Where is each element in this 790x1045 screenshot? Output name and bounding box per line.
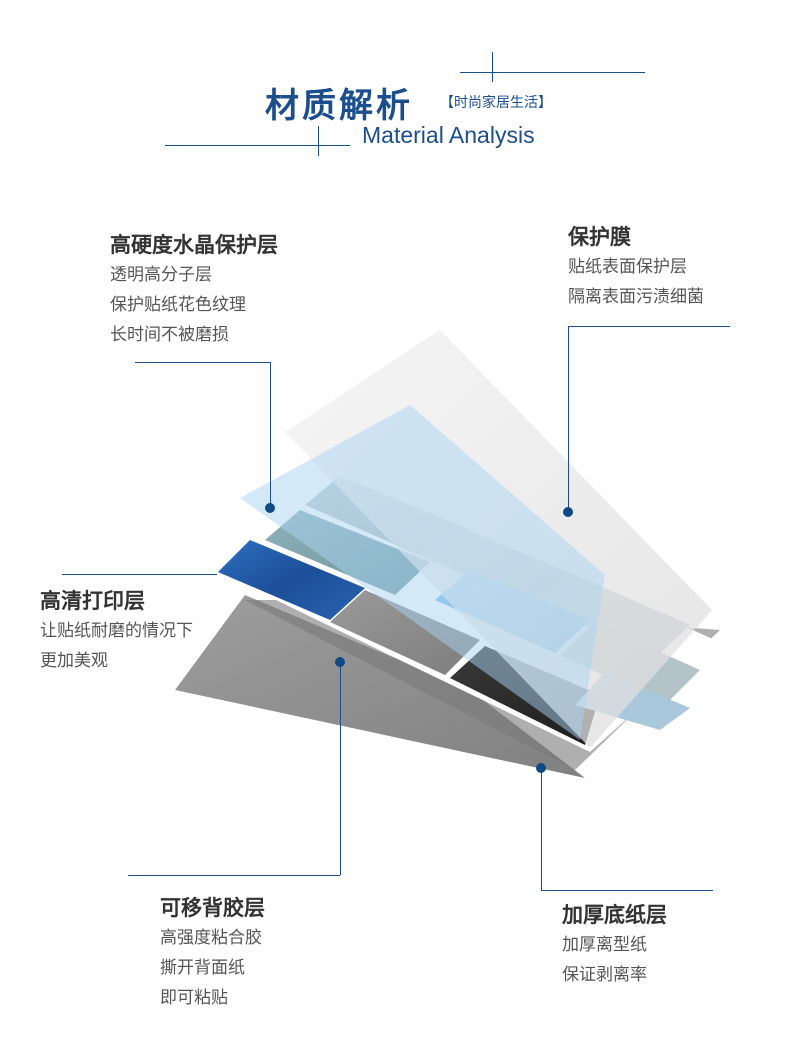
label-film: 保护膜 贴纸表面保护层 隔离表面污渍细菌 (568, 222, 704, 312)
label-crystal: 高硬度水晶保护层 透明高分子层 保护贴纸花色纹理 长时间不被磨损 (110, 230, 278, 350)
label-crystal-line-3: 长时间不被磨损 (110, 320, 278, 350)
label-print-line-2: 更加美观 (40, 646, 193, 676)
callout-adhesive-dot (335, 657, 345, 667)
label-adhesive-line-1: 高强度粘合胶 (160, 923, 265, 953)
callout-print-h (62, 574, 217, 575)
label-film-line-1: 贴纸表面保护层 (568, 252, 704, 282)
label-adhesive: 可移背胶层 高强度粘合胶 撕开背面纸 即可粘贴 (160, 893, 265, 1013)
label-adhesive-line-2: 撕开背面纸 (160, 953, 265, 983)
label-film-line-2: 隔离表面污渍细菌 (568, 282, 704, 312)
callout-adhesive-v (340, 662, 341, 875)
label-adhesive-title: 可移背胶层 (160, 893, 265, 923)
callout-adhesive-h (128, 875, 340, 876)
label-print-line-1: 让贴纸耐磨的情况下 (40, 616, 193, 646)
label-base-title: 加厚底纸层 (562, 900, 667, 930)
label-crystal-title: 高硬度水晶保护层 (110, 230, 278, 260)
callout-base-v (541, 768, 542, 890)
label-crystal-line-1: 透明高分子层 (110, 260, 278, 290)
callout-base-dot (536, 763, 546, 773)
callout-crystal-v (270, 362, 271, 508)
callout-film-v (568, 326, 569, 512)
label-base: 加厚底纸层 加厚离型纸 保证剥离率 (562, 900, 667, 990)
callout-crystal-dot (265, 503, 275, 513)
label-base-line-1: 加厚离型纸 (562, 930, 667, 960)
label-film-title: 保护膜 (568, 222, 704, 252)
callout-film-dot (563, 507, 573, 517)
callout-crystal-h (135, 362, 270, 363)
label-crystal-line-2: 保护贴纸花色纹理 (110, 290, 278, 320)
callout-film-h (568, 326, 730, 327)
label-base-line-2: 保证剥离率 (562, 960, 667, 990)
label-adhesive-line-3: 即可粘贴 (160, 983, 265, 1013)
label-print-title: 高清打印层 (40, 586, 193, 616)
label-print: 高清打印层 让贴纸耐磨的情况下 更加美观 (40, 586, 193, 676)
callout-base-h (541, 890, 713, 891)
